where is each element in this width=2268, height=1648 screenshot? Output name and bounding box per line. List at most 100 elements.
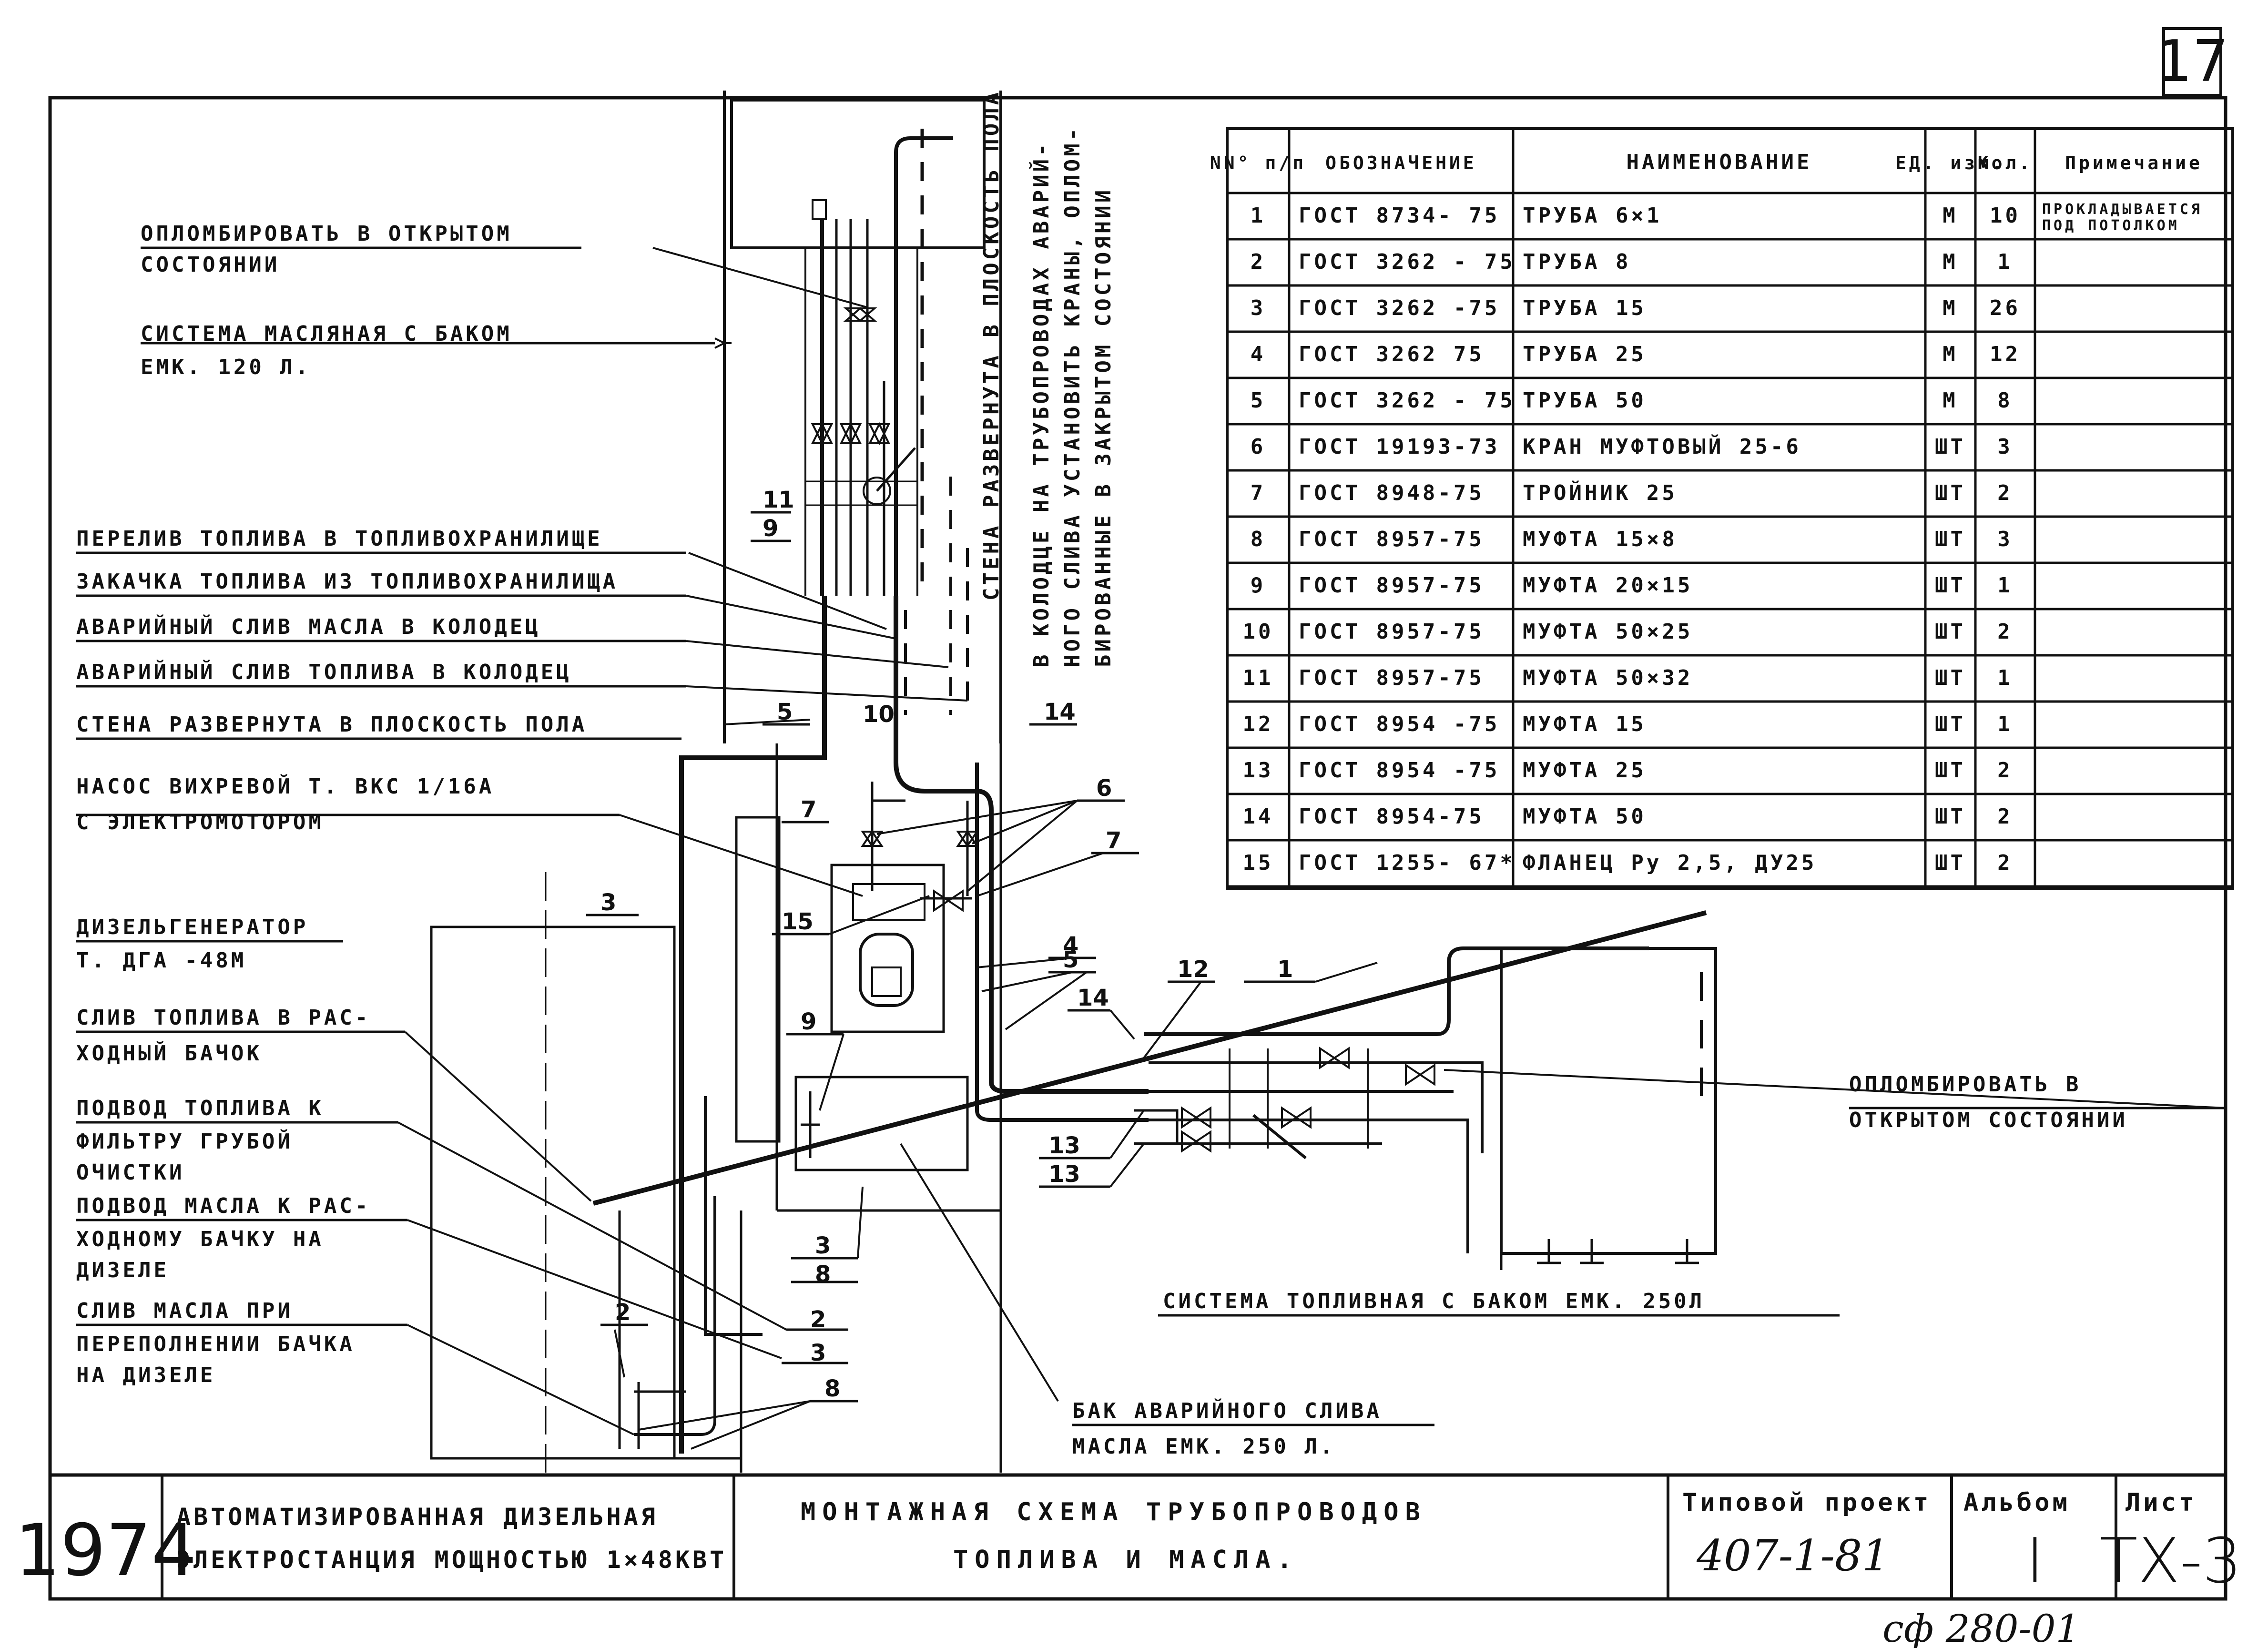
table-cell: МУФТА 15×8 [1523,527,1678,551]
label-diesel-line2: Т. ДГА -48М [76,948,246,973]
label-fuel-filter-line3: ОЧИСТКИ [76,1160,184,1185]
callout-9b: 9 [801,1008,816,1035]
label-seal-open-line2: СОСТОЯНИИ [141,253,280,277]
table-cell: ГОСТ 3262 - 75 [1299,388,1515,413]
label-vertical-wall: СТЕНА РАЗВЕРНУТА В ПЛОСКОСТЬ ПОЛА [979,90,1004,600]
title-project-value: 407-1-81 [1696,1531,1889,1581]
table-cell: ШТ [1935,573,1966,598]
pipes [592,596,1707,1454]
table-header-5: Примечание [2065,153,2203,173]
callout-9: 9 [763,515,778,542]
table-cell: 10 [1990,203,2021,228]
annotations: ОПЛОМБИРОВАТЬ В ОТКРЫТОМ СОСТОЯНИИ СИСТЕ… [76,90,2128,1459]
table-cell: ТРУБА 25 [1523,342,1647,366]
table-cell: ГОСТ 8957-75 [1299,666,1485,690]
label-oil-system-line2: ЕМК. 120 Л. [141,355,311,379]
table-cell: ГОСТ 8957-75 [1299,527,1485,551]
table-header-0: NN° п/п [1210,153,1306,173]
label-vertical-well-line2: НОГО СЛИВА УСТАНОВИТЬ КРАНЫ, ОПЛОМ- [1060,125,1085,667]
callout-numbers: 11 9 5 10 14 6 7 7 15 3 4 5 12 1 14 9 13… [600,487,1293,1402]
table-cell: ГОСТ 8954 -75 [1299,712,1500,736]
callout-13: 13 [1048,1132,1080,1159]
table-cell: 13 [1243,758,1274,783]
table-cell: ТРУБА 8 [1523,250,1631,274]
label-fuel-system: СИСТЕМА ТОПЛИВНАЯ С БАКОМ ЕМК. 250Л [1163,1289,1705,1313]
title-album-label: Альбом [1963,1488,2070,1517]
table-cell: 15 [1243,851,1274,875]
callout-11: 11 [763,487,794,513]
callout-7b: 7 [1106,827,1121,854]
label-oil-tank-line1: БАК АВАРИЙНОГО СЛИВА [1072,1398,1382,1423]
label-seal-open-line1: ОПЛОМБИРОВАТЬ В ОТКРЫТОМ [141,222,512,246]
label-emergency-oil: АВАРИЙНЫЙ СЛИВ МАСЛА В КОЛОДЕЦ [76,614,541,639]
label-pumping: ЗАКАЧКА ТОПЛИВА ИЗ ТОПЛИВОХРАНИЛИЩА [76,570,618,594]
table-cell: ГОСТ 8957-75 [1299,620,1485,644]
table-cell: ШТ [1935,712,1966,736]
table-cell: М [1943,203,1958,228]
table-cell: ШТ [1935,527,1966,551]
callout-2b: 2 [810,1306,826,1333]
callout-1: 1 [1277,956,1293,983]
label-oil-feed-line3: ДИЗЕЛЕ [76,1258,169,1282]
table-cell: М [1943,388,1958,413]
title-drawing-line1: МОНТАЖНАЯ СХЕМА ТРУБОПРОВОДОВ [801,1498,1427,1526]
title-station-line1: АВТОМАТИЗИРОВАННАЯ ДИЗЕЛЬНАЯ [176,1503,658,1531]
oil-emergency-tank [794,1076,969,1171]
callout-14b: 14 [1077,985,1109,1011]
callout-3b: 3 [815,1232,831,1259]
wall-unfolded [723,91,1002,743]
sheet-number: 17 [2156,29,2229,95]
callout-14: 14 [1044,699,1076,725]
table-cell: 1 [1997,250,2013,274]
label-oil-feed-line2: ХОДНОМУ БАЧКУ НА [76,1227,324,1251]
table-cell: М [1943,342,1958,366]
table-cell: ТРОЙНИК 25 [1523,480,1678,505]
table-cell: 2 [1997,620,2013,644]
label-diesel-line1: ДИЗЕЛЬГЕНЕРАТОР [76,915,308,939]
table-cell: 12 [1990,342,2021,366]
label-wall-floor: СТЕНА РАЗВЕРНУТА В ПЛОСКОСТЬ ПОЛА [76,712,587,737]
table-cell: МУФТА 25 [1523,758,1647,783]
table-cell: 8 [1251,527,1266,551]
title-sheet-value: ТХ-3 [2100,1525,2242,1597]
callout-15: 15 [782,908,814,935]
callout-6: 6 [1096,775,1112,802]
table-cell: ТРУБА 15 [1523,296,1647,320]
table-cell: ГОСТ 8948-75 [1299,481,1485,505]
table-cell: 2 [1997,758,2013,783]
label-fuel-filter-line2: ФИЛЬТРУ ГРУБОЙ [76,1129,293,1154]
title-year: 1974 [15,1509,197,1592]
table-cell: МУФТА 50 [1523,804,1647,829]
title-sheet-label: Лист [2126,1488,2197,1517]
table-cell: ГОСТ 19193-73 [1299,435,1500,459]
label-emergency-fuel: АВАРИЙНЫЙ СЛИВ ТОПЛИВА В КОЛОДЕЦ [76,659,572,684]
table-cell: 6 [1251,435,1266,459]
oil-tank-box [730,99,986,249]
table-cell: ТРУБА 50 [1523,388,1647,413]
pump [830,864,945,1033]
table-cell: 5 [1251,388,1266,413]
table-cell: 4 [1251,342,1266,366]
table-cell: ГОСТ 1255- 67* [1299,851,1515,875]
callout-12: 12 [1177,956,1209,983]
title-project-label: Типовой проект [1682,1488,1931,1517]
title-album-value: I [2026,1525,2044,1597]
table-cell: ШТ [1935,435,1966,459]
label-pump-line1: НАСОС ВИХРЕВОЙ Т. ВКС 1/16А [76,773,494,799]
callout-7: 7 [801,796,816,823]
table-cell: 2 [1997,804,2013,829]
table-cell: 2 [1251,250,1266,274]
table-cell: 9 [1251,573,1266,598]
table-cell: ГОСТ 3262 -75 [1299,296,1500,320]
fuel-tank [1500,947,1717,1255]
leader-lines [397,247,2226,1450]
table-cell: 11 [1243,666,1274,690]
table-cell: ГОСТ 3262 75 [1299,342,1485,366]
label-drain-fuel-line1: СЛИВ ТОПЛИВА В РАС- [76,1006,370,1030]
title-station-line2: ЭЛЕКТРОСТАНЦИЯ МОЩНОСТЬЮ 1×48КВТ [176,1546,727,1574]
table-cell: КРАН МУФТОВЫЙ 25-6 [1523,434,1801,459]
table-header-3: ЕД. изм. [1895,153,2005,173]
title-drawing-line2: ТОПЛИВА И МАСЛА. [953,1546,1299,1574]
label-seal-right-line2: ОТКРЫТОМ СОСТОЯНИИ [1849,1108,2128,1132]
table-cell: ГОСТ 3262 - 75 [1299,250,1515,274]
